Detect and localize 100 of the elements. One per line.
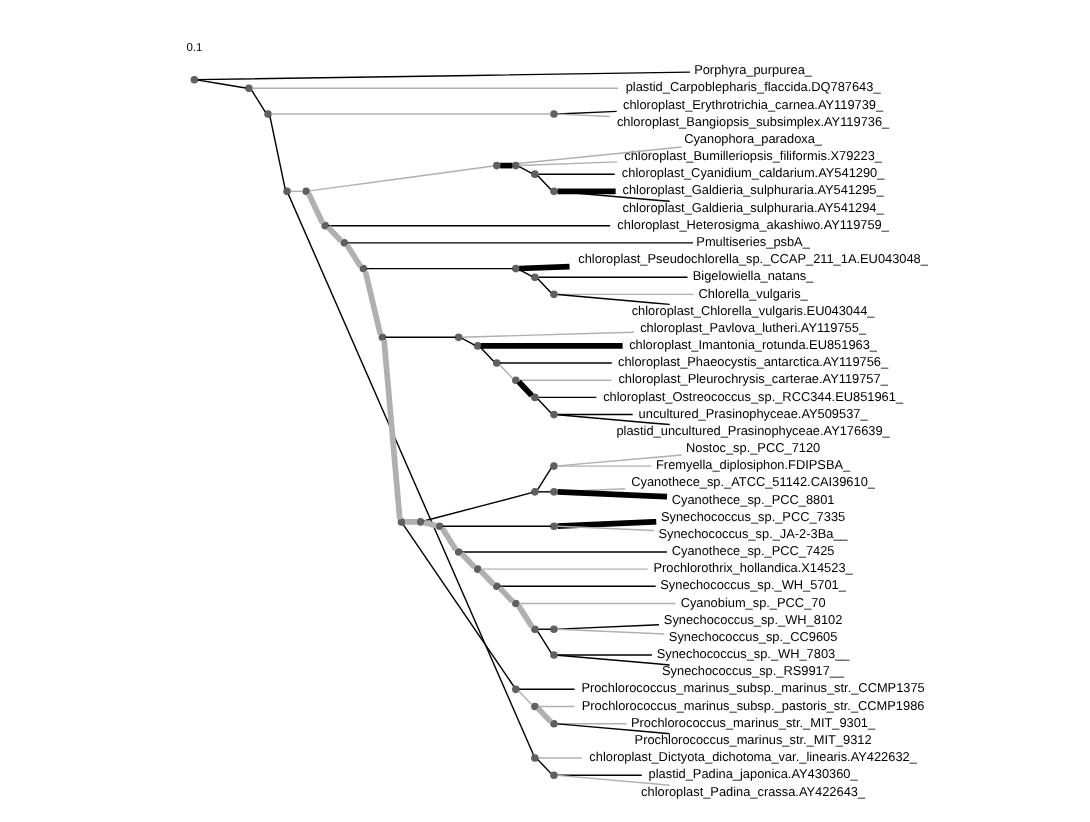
connector	[534, 706, 552, 724]
node-point	[530, 702, 538, 711]
node-point	[511, 599, 519, 608]
connector	[343, 243, 362, 268]
connector	[250, 87, 618, 89]
node-point	[530, 273, 538, 281]
connector	[479, 343, 622, 349]
connector	[555, 723, 670, 735]
node-point	[530, 488, 538, 496]
node-point	[530, 393, 538, 402]
connector	[515, 379, 533, 398]
connector	[517, 165, 532, 174]
connector	[517, 690, 532, 706]
connector	[536, 491, 551, 493]
node-point	[549, 522, 557, 530]
connector	[422, 491, 532, 522]
node-point	[396, 518, 405, 526]
node-point	[244, 84, 252, 93]
node-point	[491, 582, 500, 591]
node-point	[472, 565, 481, 573]
node-point	[530, 754, 538, 762]
connector	[380, 339, 402, 520]
connector	[497, 363, 513, 380]
connector	[307, 165, 494, 192]
connector	[536, 705, 575, 708]
connector	[458, 551, 476, 570]
connector	[536, 396, 597, 399]
connector	[555, 525, 654, 532]
connector	[286, 193, 534, 756]
node-point	[189, 75, 198, 84]
node-point	[472, 342, 481, 350]
node-point	[301, 187, 309, 196]
connector	[517, 268, 532, 278]
connector	[196, 79, 246, 89]
connector	[361, 270, 383, 336]
node-point	[339, 239, 348, 247]
connector	[555, 293, 670, 306]
node-point	[320, 221, 329, 230]
connector	[555, 628, 665, 635]
node-point	[491, 359, 500, 367]
node-point	[549, 771, 557, 779]
connector	[269, 113, 551, 115]
connector	[326, 224, 610, 227]
connector	[268, 115, 285, 190]
connector	[555, 624, 659, 630]
connector	[556, 518, 656, 529]
node-point	[549, 462, 557, 470]
connector	[383, 336, 456, 338]
node-point	[549, 290, 557, 299]
connector	[460, 551, 667, 553]
connector	[555, 190, 670, 203]
connector	[517, 688, 575, 691]
node-point	[549, 187, 557, 196]
connector	[479, 568, 648, 570]
connector	[555, 654, 652, 656]
connector	[517, 602, 676, 605]
connector	[422, 519, 436, 529]
connector	[515, 604, 534, 629]
connector	[555, 414, 670, 426]
connector	[460, 331, 634, 338]
connector	[518, 263, 569, 272]
connector	[536, 276, 688, 278]
node-point	[549, 651, 557, 659]
node-point	[530, 170, 538, 178]
node-point	[415, 518, 424, 526]
node-point	[491, 161, 500, 170]
node-point	[263, 110, 271, 118]
connector	[325, 225, 343, 243]
connector	[536, 278, 551, 294]
connector	[517, 379, 612, 381]
connector	[555, 454, 682, 467]
node-point	[377, 333, 386, 342]
connector	[555, 110, 617, 115]
node-point	[453, 548, 462, 556]
connector	[196, 71, 690, 81]
connector	[250, 89, 265, 113]
connector	[305, 192, 325, 225]
connector	[555, 465, 652, 467]
node-point	[549, 719, 557, 728]
node-point	[549, 488, 557, 496]
connector	[477, 568, 495, 587]
node-point	[511, 161, 519, 170]
connector	[556, 188, 615, 195]
connector	[555, 654, 670, 666]
node-point	[511, 264, 519, 273]
connector	[517, 161, 618, 167]
node-point	[511, 685, 519, 694]
connector	[555, 113, 610, 118]
connector	[536, 467, 551, 491]
connector	[364, 267, 513, 270]
node-point	[453, 333, 462, 342]
connector	[498, 362, 612, 364]
connector	[536, 758, 551, 775]
connector	[536, 757, 582, 759]
connector	[439, 527, 458, 552]
node-point	[434, 522, 443, 530]
connector	[555, 774, 642, 776]
node-point	[549, 410, 557, 419]
node-point	[282, 187, 290, 196]
connector	[536, 398, 551, 414]
